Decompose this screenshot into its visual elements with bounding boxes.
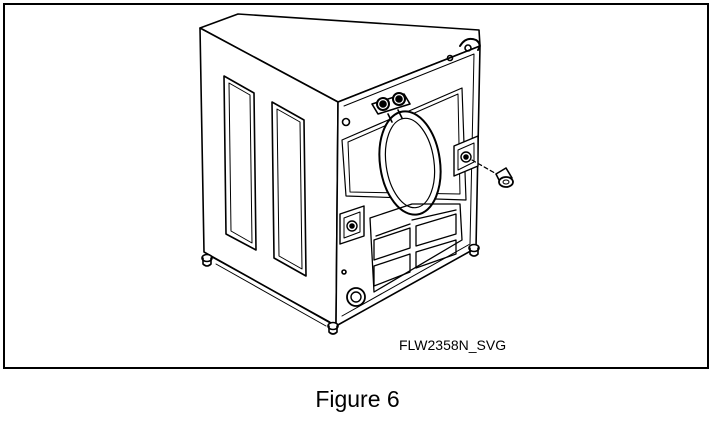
leveling-foot-left — [201, 253, 213, 267]
shipping-bolt-hole-right — [453, 135, 479, 177]
access-cover — [378, 110, 442, 216]
drain-port — [346, 287, 366, 307]
screw-top-left — [341, 117, 351, 127]
water-inlet-valves — [371, 92, 411, 123]
shipping-bolt-plug — [495, 167, 514, 188]
hose-hook — [459, 37, 481, 52]
screw-bottom-left — [341, 269, 347, 275]
side-vent-right — [271, 101, 307, 277]
leveling-foot-rear — [468, 243, 480, 257]
rear-lower-vents — [369, 203, 463, 293]
shipping-bolt-hole-left — [339, 205, 365, 245]
side-vent-left — [223, 75, 257, 251]
figure-caption: Figure 6 — [315, 386, 400, 412]
removal-guide-line — [471, 159, 501, 177]
rear-upper-recess — [341, 87, 467, 201]
figure-code-label: FLW2358N_SVG — [399, 337, 507, 353]
leveling-foot-front — [327, 321, 339, 335]
